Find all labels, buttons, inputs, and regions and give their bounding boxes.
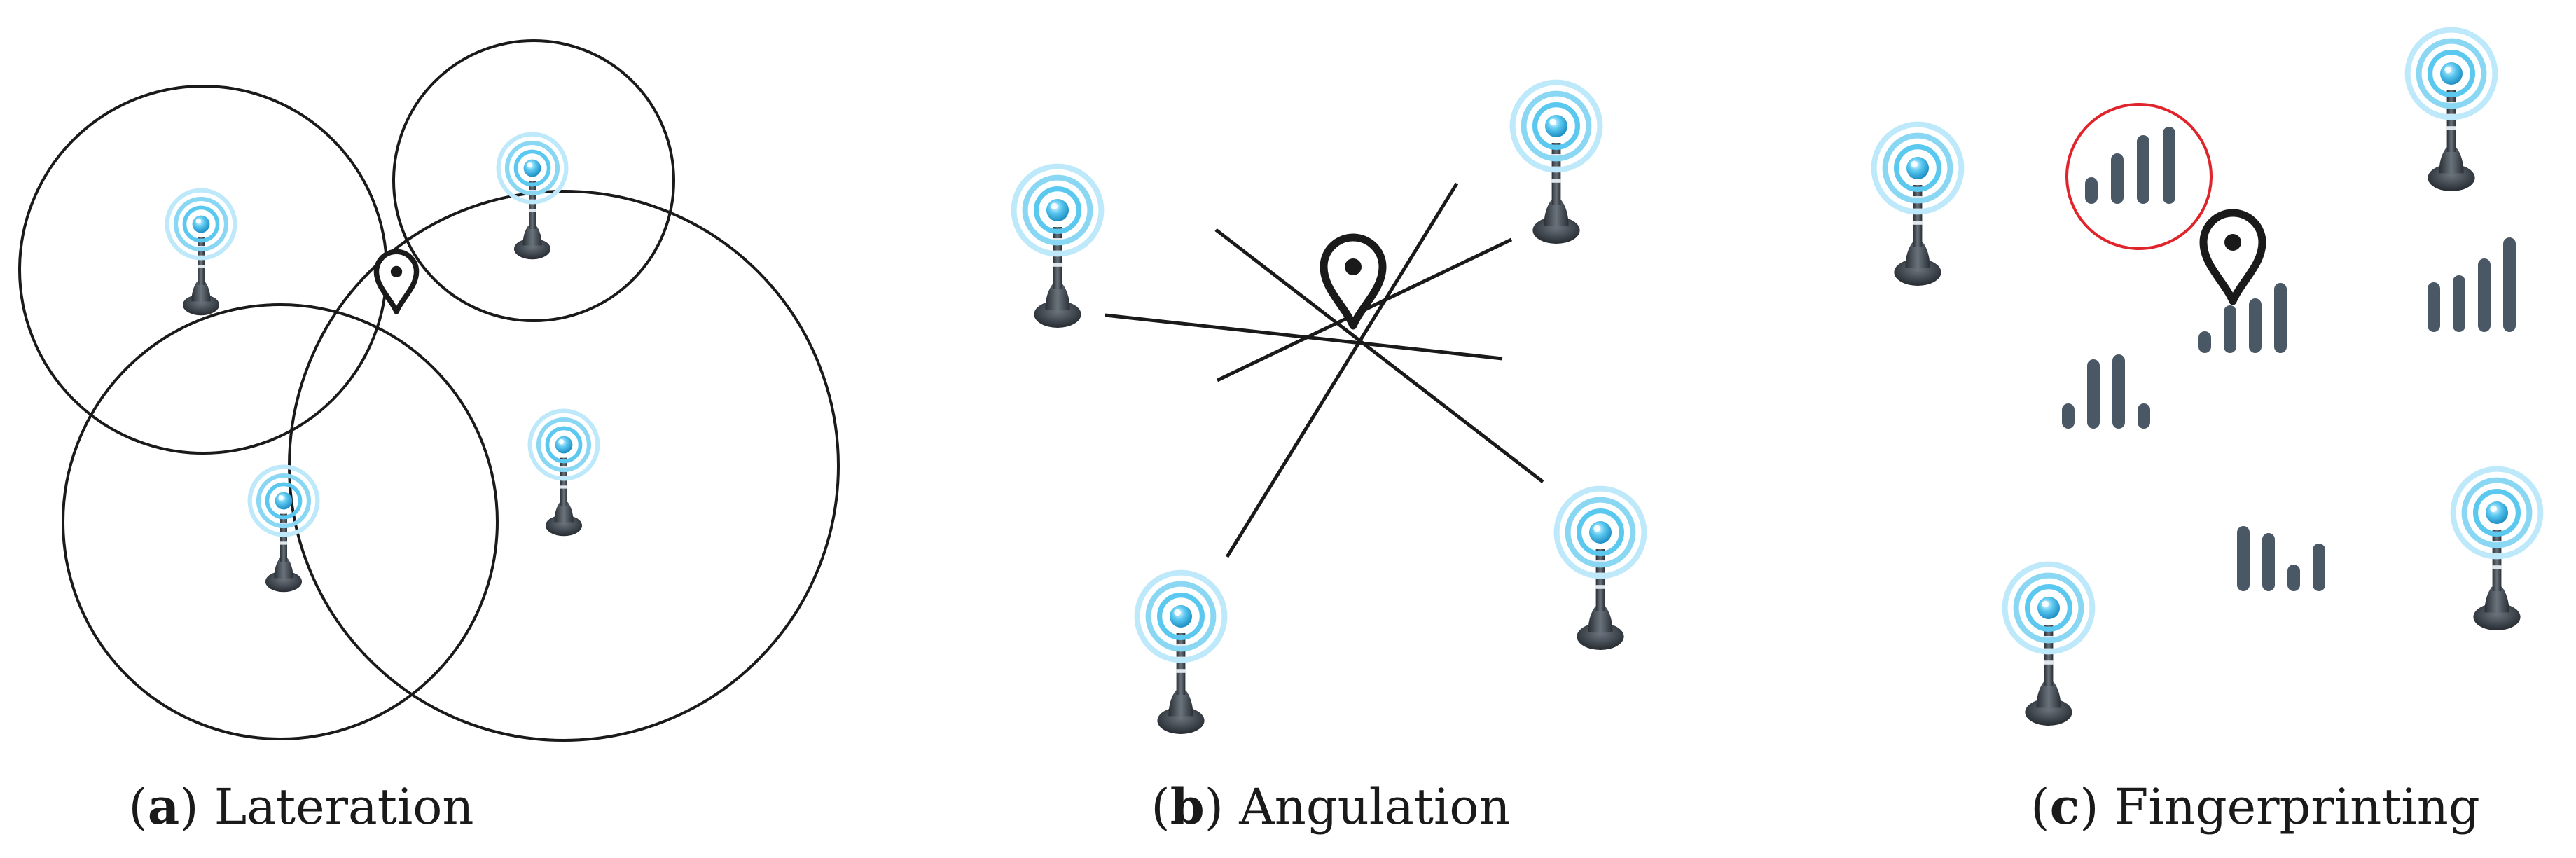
caption-letter: b <box>1170 777 1205 836</box>
antenna-tower-icon <box>530 411 598 537</box>
matched-fingerprint-circle <box>2065 103 2213 250</box>
antenna-tower-icon <box>167 191 235 316</box>
antenna-tower-icon <box>2408 30 2495 191</box>
antenna-tower-icon <box>1014 167 1102 328</box>
antenna-tower-icon <box>1137 573 1225 734</box>
caption-letter: a <box>147 777 180 836</box>
signal-strength-icon <box>2198 283 2287 353</box>
signal-strength-icon <box>2428 237 2516 332</box>
antenna-tower-icon <box>1874 125 1962 286</box>
caption-angulation: (b) Angulation <box>1151 777 1511 836</box>
caption-title: Angulation <box>1239 778 1511 836</box>
caption-lateration: (a) Lateration <box>128 777 474 836</box>
caption-title: Fingerprinting <box>2114 778 2480 836</box>
bearing-line <box>1105 313 1503 361</box>
signal-strength-icon <box>2085 127 2175 204</box>
signal-strength-icon <box>2062 354 2150 429</box>
location-pin-icon <box>2203 213 2262 301</box>
bearing-line <box>1214 228 1544 483</box>
panel-lateration <box>18 39 840 742</box>
panel-angulation <box>1014 83 1644 734</box>
antenna-tower-icon <box>1557 489 1644 650</box>
range-circle <box>62 303 499 740</box>
antenna-tower-icon <box>1513 83 1600 244</box>
bearing-line <box>1225 182 1459 558</box>
range-circle <box>392 39 675 322</box>
antenna-tower-icon <box>250 467 318 593</box>
caption-fingerprinting: (c) Fingerprinting <box>2030 777 2480 836</box>
caption-title: Lateration <box>214 778 474 836</box>
signal-strength-icon <box>2237 526 2325 591</box>
antenna-tower-icon <box>2453 469 2541 630</box>
antenna-tower-icon <box>2005 565 2093 726</box>
panel-fingerprinting <box>1874 30 2541 726</box>
location-pin-icon <box>1324 237 1383 326</box>
caption-letter: c <box>2049 777 2080 836</box>
